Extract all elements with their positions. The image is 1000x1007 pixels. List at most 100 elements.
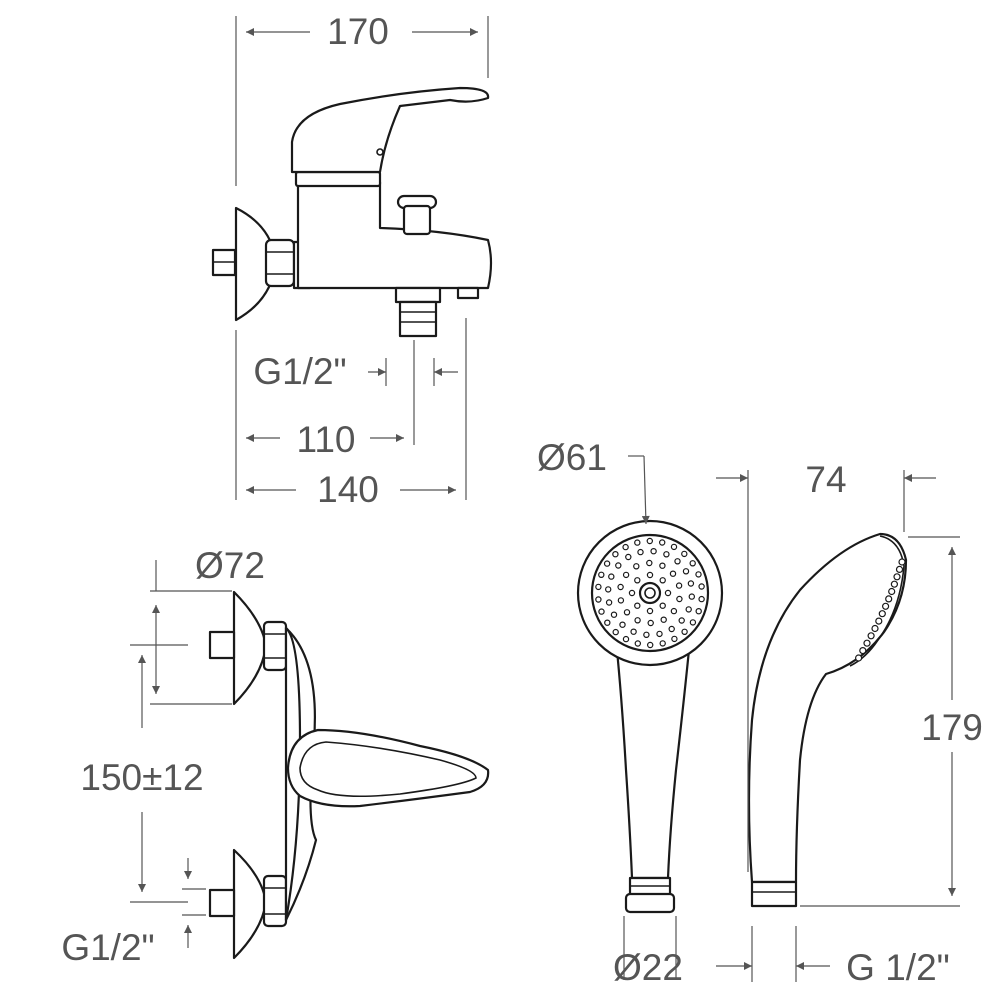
dim-handle-diameter: Ø22 bbox=[613, 947, 683, 988]
spray-nozzle bbox=[637, 548, 644, 556]
side-spray-nozzle bbox=[893, 573, 901, 581]
spray-nozzle bbox=[615, 562, 622, 569]
spray-nozzle bbox=[682, 568, 690, 575]
spray-nozzle bbox=[695, 608, 702, 615]
spray-nozzle bbox=[605, 599, 613, 606]
hand-shower-side-view: 74 179 G 1/2" bbox=[716, 459, 983, 988]
bath-mixer-side-view: 170 G1/2" 110 140 bbox=[211, 11, 493, 510]
spray-nozzle bbox=[646, 607, 654, 615]
spray-nozzle bbox=[608, 573, 615, 580]
spray-nozzle bbox=[687, 580, 695, 587]
spray-nozzle bbox=[698, 595, 705, 603]
side-spray-nozzle bbox=[890, 580, 899, 588]
spray-nozzle bbox=[628, 589, 636, 597]
side-spray-nozzle bbox=[895, 565, 904, 574]
spray-nozzle bbox=[622, 543, 629, 551]
spray-nozzle bbox=[681, 628, 688, 636]
spray-nozzle bbox=[664, 589, 672, 597]
dim-outlet-offset: 110 bbox=[297, 419, 356, 460]
dim-rosette-diameter: Ø72 bbox=[195, 545, 265, 586]
spray-nozzle bbox=[675, 582, 683, 589]
spray-nozzle bbox=[695, 571, 702, 578]
spray-nozzle bbox=[659, 539, 666, 546]
spray-nozzle bbox=[634, 640, 642, 647]
spray-nozzle bbox=[622, 635, 630, 643]
dim-shower-depth: 74 bbox=[805, 459, 846, 500]
bath-mixer-front-view: Ø72 150±12 G1/2" bbox=[61, 545, 490, 968]
spray-nozzle bbox=[634, 602, 641, 609]
spray-nozzle bbox=[678, 617, 685, 624]
side-spray-nozzle bbox=[885, 595, 893, 603]
dim-outlet-thread: G1/2" bbox=[253, 351, 346, 392]
spray-nozzle bbox=[671, 635, 678, 643]
spray-nozzle bbox=[650, 548, 657, 555]
spray-nozzle bbox=[598, 608, 605, 615]
dim-head-diameter: Ø61 bbox=[537, 437, 607, 478]
spray-nozzle bbox=[698, 583, 705, 590]
side-spray-nozzles bbox=[854, 558, 906, 662]
spray-nozzle bbox=[668, 625, 675, 633]
spray-nozzle bbox=[656, 630, 663, 638]
spray-nozzle bbox=[610, 611, 618, 618]
side-spray-nozzle bbox=[859, 646, 867, 655]
side-spray-nozzle bbox=[898, 558, 906, 566]
spray-nozzle bbox=[674, 558, 681, 565]
spray-nozzle bbox=[634, 539, 641, 546]
spray-nozzle bbox=[622, 571, 630, 579]
spray-nozzle bbox=[669, 570, 677, 577]
side-spray-nozzle bbox=[881, 602, 890, 610]
spray-nozzle bbox=[643, 631, 650, 639]
spray-nozzle bbox=[681, 550, 688, 558]
spray-nozzle bbox=[663, 551, 670, 558]
spray-nozzle bbox=[659, 577, 666, 584]
spray-nozzle bbox=[634, 617, 641, 624]
spray-nozzle bbox=[647, 641, 654, 649]
spray-nozzle bbox=[659, 602, 666, 609]
spray-nozzle bbox=[604, 619, 611, 626]
side-spray-nozzle bbox=[867, 632, 875, 640]
side-spray-nozzle bbox=[863, 639, 871, 647]
spray-nozzle bbox=[689, 619, 697, 626]
dim-shower-length: 179 bbox=[921, 707, 983, 748]
spray-nozzle bbox=[603, 560, 611, 567]
spray-nozzle bbox=[605, 586, 612, 593]
spray-nozzle bbox=[646, 571, 654, 579]
side-spray-nozzle bbox=[878, 610, 886, 618]
spray-nozzle bbox=[595, 596, 602, 603]
spray-nozzle bbox=[617, 583, 624, 591]
spray-nozzle bbox=[646, 559, 653, 567]
spray-nozzle bbox=[623, 609, 631, 616]
spray-nozzle bbox=[670, 543, 678, 551]
spray-nozzle bbox=[659, 562, 666, 569]
spray-nozzle bbox=[612, 551, 619, 558]
spray-nozzle bbox=[619, 621, 626, 628]
hand-shower-front-view: Ø61 Ø22 bbox=[537, 437, 724, 988]
spray-nozzle bbox=[646, 537, 654, 545]
spray-nozzle bbox=[688, 593, 696, 600]
spray-nozzle bbox=[625, 553, 632, 561]
spray-nozzle bbox=[660, 616, 667, 623]
spray-nozzle bbox=[659, 640, 666, 647]
spray-nozzle bbox=[598, 571, 605, 579]
spray-nozzle bbox=[595, 583, 602, 591]
side-spray-nozzle bbox=[888, 587, 896, 596]
dim-connection-thread: G 1/2" bbox=[846, 947, 950, 988]
spray-nozzle bbox=[630, 628, 637, 635]
spray-nozzle bbox=[612, 628, 619, 636]
spray-nozzles bbox=[595, 537, 705, 649]
spray-nozzle bbox=[617, 597, 625, 604]
spray-nozzle bbox=[676, 595, 683, 603]
spray-nozzle bbox=[685, 606, 692, 613]
side-spray-nozzle bbox=[871, 624, 879, 633]
spray-nozzle bbox=[634, 577, 641, 584]
spray-nozzle bbox=[670, 607, 678, 615]
spray-nozzle bbox=[633, 563, 640, 570]
side-spray-nozzle bbox=[854, 654, 863, 662]
spray-nozzle bbox=[647, 619, 654, 627]
spray-nozzle bbox=[689, 560, 696, 567]
dim-inlet-spacing: 150±12 bbox=[80, 757, 203, 798]
dim-spout-reach: 140 bbox=[317, 469, 379, 510]
dim-inlet-thread: G1/2" bbox=[61, 927, 154, 968]
side-spray-nozzle bbox=[875, 617, 883, 625]
